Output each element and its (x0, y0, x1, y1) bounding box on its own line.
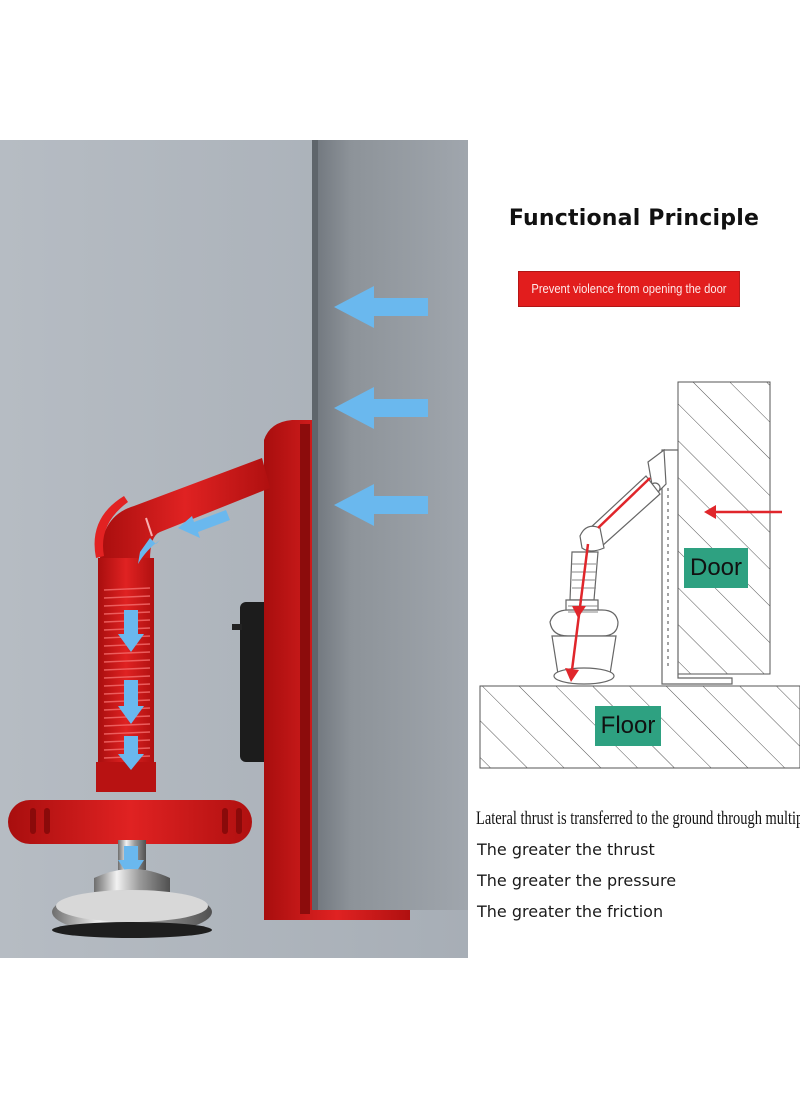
arrow-down-icon (572, 606, 586, 618)
push-arrows (334, 286, 428, 526)
banner-text: Prevent violence from opening the door (531, 281, 727, 296)
adjust-knob (8, 800, 252, 844)
door-wall (677, 381, 771, 675)
floor-label: Floor (595, 706, 661, 746)
force-arrows (118, 510, 230, 770)
arrow-left-icon (334, 286, 428, 328)
door-slab (312, 140, 468, 910)
rotation-swoosh-icon (94, 496, 128, 558)
metal-base (52, 869, 212, 938)
angled-arm (100, 458, 270, 560)
red-bracket (264, 420, 410, 920)
arrow-left-icon (334, 484, 428, 526)
warning-banner: Prevent violence from opening the door (518, 271, 740, 307)
thrust-line: The greater the thrust (477, 840, 655, 859)
arrow-left-icon (704, 505, 716, 519)
info-panel: Functional Principle Prevent violence fr… (468, 140, 800, 958)
page-title: Functional Principle (508, 206, 760, 231)
door-stopper-illustration (0, 140, 468, 958)
friction-line: The greater the friction (477, 902, 664, 921)
lateral-thrust-text: Lateral thrust is transferred to the gro… (476, 808, 800, 829)
product-photo (0, 140, 468, 958)
pressure-line: The greater the pressure (477, 871, 677, 890)
arrow-down-icon (565, 668, 579, 682)
arrow-left-icon (334, 387, 428, 429)
door-bracket-pad (240, 602, 270, 762)
door-label: Door (684, 548, 748, 588)
red-arrowheads (565, 505, 716, 682)
